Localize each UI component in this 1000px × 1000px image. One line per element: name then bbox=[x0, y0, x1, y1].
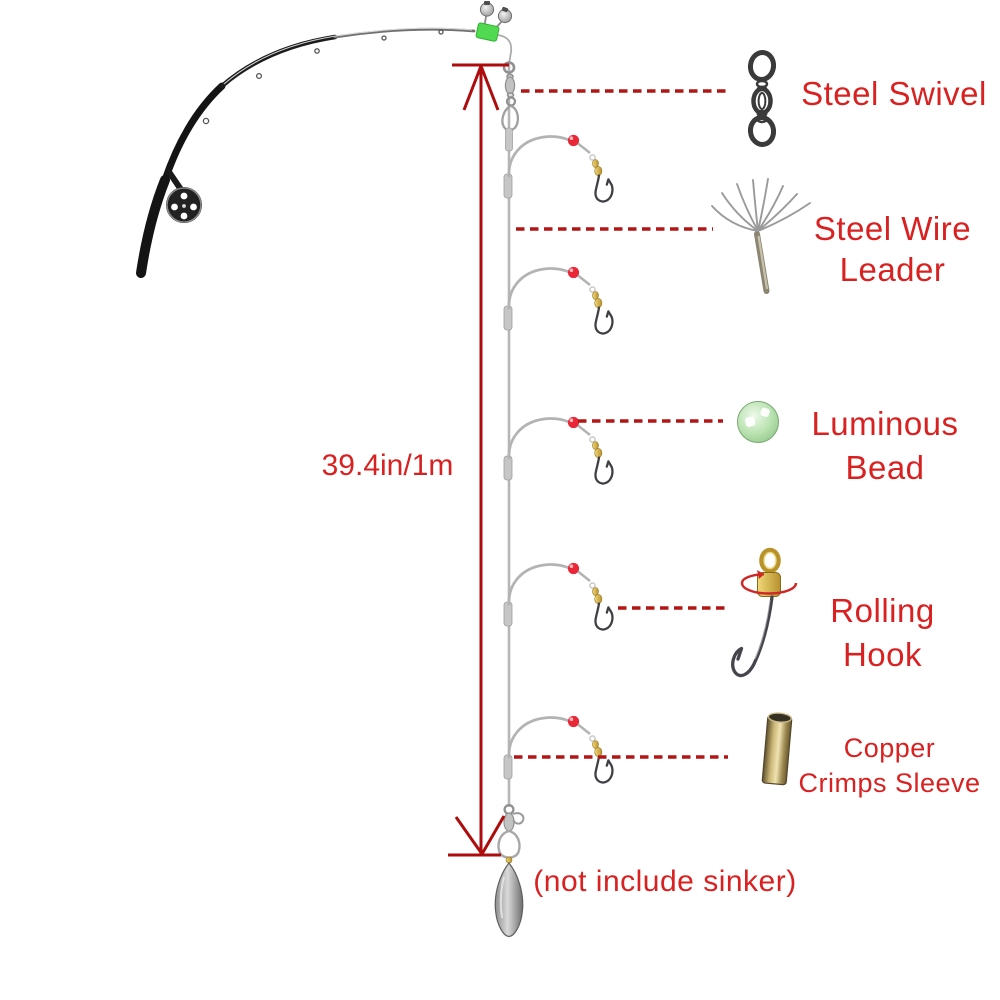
hook-dropper-4 bbox=[502, 561, 614, 631]
hook-dropper-1 bbox=[502, 133, 614, 203]
hook-dropper-3 bbox=[502, 415, 614, 485]
barrel-swivel-icon bbox=[747, 50, 777, 147]
bite-alarm-bells bbox=[475, 1, 513, 65]
sinker-note-label: (not include sinker) bbox=[533, 865, 797, 898]
steel-swivel-label: Steel Swivel bbox=[801, 75, 987, 112]
top-swivel bbox=[501, 61, 520, 152]
sinker bbox=[494, 856, 524, 938]
callout-lines bbox=[514, 89, 729, 759]
measurement-label: 39.4in/1m bbox=[321, 449, 454, 482]
alarm-clamp bbox=[475, 22, 500, 42]
rod-guide-rings bbox=[202, 29, 444, 125]
luminous-bead-label: Luminous Bead bbox=[811, 405, 959, 486]
frayed-wire-icon bbox=[711, 178, 811, 294]
bottom-snap-swivel bbox=[497, 803, 525, 859]
steel-wire-leader-label: Steel Wire Leader bbox=[813, 210, 972, 288]
hook-dropper-2 bbox=[502, 265, 614, 335]
copper-tube-icon bbox=[761, 712, 793, 786]
fishing-reel bbox=[166, 169, 202, 223]
rolling-hook-label: Rolling Hook bbox=[830, 592, 935, 673]
copper-crimps-sleeve-label: Copper Crimps Sleeve bbox=[798, 733, 981, 798]
green-bead-icon bbox=[737, 401, 779, 443]
fishing-rod bbox=[136, 27, 476, 278]
measurement-arrow bbox=[448, 63, 509, 857]
swivel-hook-icon bbox=[731, 547, 798, 678]
hook-dropper-5 bbox=[502, 714, 614, 784]
